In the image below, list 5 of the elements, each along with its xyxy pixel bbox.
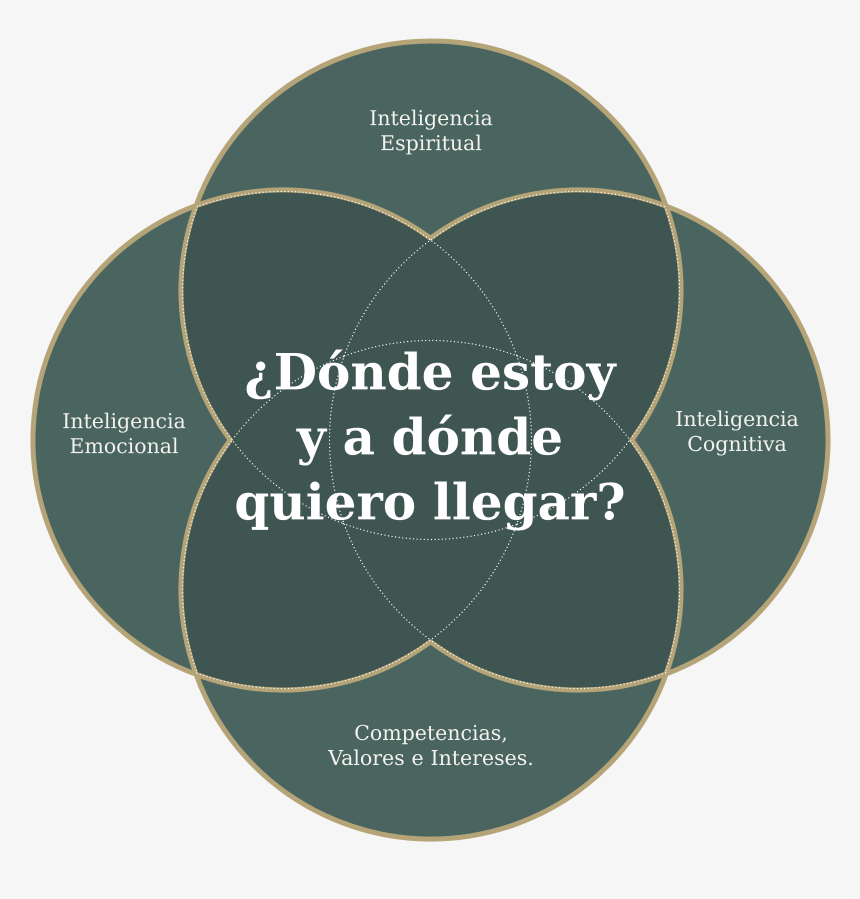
venn-lobe: Inteligencia Cognitiva — [629, 204, 830, 676]
center-question: ¿Dónde estoy y a dónde quiero llegar? — [236, 349, 624, 531]
venn-lobe: Inteligencia Espiritual — [194, 38, 669, 241]
venn-lobe: Inteligencia Emocional — [30, 203, 233, 677]
venn-lobe: Competencias, Valores e Intereses. — [194, 639, 669, 842]
